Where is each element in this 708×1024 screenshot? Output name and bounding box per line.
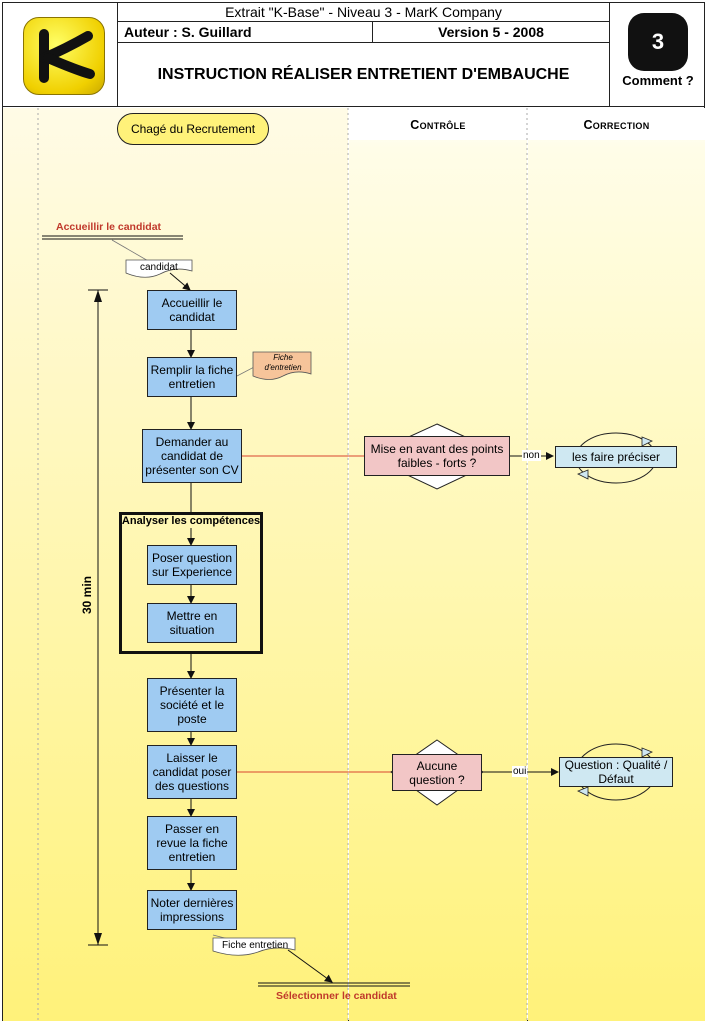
step-poser-question: Poser question sur Experience bbox=[147, 545, 237, 585]
comment-cell: 3 Comment ? bbox=[609, 2, 705, 107]
correction-lane-header bbox=[528, 108, 705, 140]
group-label: Analyser les compétences bbox=[121, 515, 261, 527]
control-lane-label: Contrôle bbox=[410, 118, 466, 132]
control-lane bbox=[349, 108, 527, 1021]
correction-lane bbox=[528, 108, 705, 1021]
extract-line: Extrait "K-Base" - Niveau 3 - MarK Compa… bbox=[117, 2, 610, 22]
start-event: Accueillir le candidat bbox=[56, 221, 162, 233]
step-revue-fiche: Passer en revue la fiche entretien bbox=[147, 816, 237, 870]
page-title: INSTRUCTION RÉALISER ENTRETIENT D'EMBAUC… bbox=[117, 42, 610, 107]
logo bbox=[23, 17, 105, 95]
correction-qualite-defaut: Question : Qualité / Défaut bbox=[559, 757, 673, 787]
end-event: Sélectionner le candidat bbox=[276, 990, 397, 1002]
correction-preciser: les faire préciser bbox=[555, 446, 677, 468]
actor-lane-label: Chagé du Recrutement bbox=[117, 113, 269, 145]
step-accueillir: Accueillir le candidat bbox=[147, 290, 237, 330]
answer-non: non bbox=[522, 450, 541, 461]
fiche-doc-label: Fiche d'entretien bbox=[264, 353, 302, 372]
input-doc-label: candidat bbox=[140, 262, 178, 273]
control-points-forts: Mise en avant des points faibles - forts… bbox=[364, 436, 510, 476]
step-presenter-societe: Présenter la société et le poste bbox=[147, 678, 237, 732]
control-aucune-question: Aucune question ? bbox=[392, 754, 482, 791]
step-laisser-questions: Laisser le candidat poser des questions bbox=[147, 745, 237, 799]
logo-cell bbox=[2, 2, 118, 107]
output-doc-label: Fiche entretien bbox=[222, 940, 289, 951]
step-noter-impressions: Noter dernières impressions bbox=[147, 890, 237, 930]
duration-label: 30 min bbox=[80, 576, 94, 615]
step-mettre-situation: Mettre en situation bbox=[147, 603, 237, 643]
control-lane-header bbox=[349, 108, 527, 140]
step-presenter-cv: Demander au candidat de présenter son CV bbox=[142, 429, 242, 483]
step-remplir-fiche: Remplir la fiche entretien bbox=[147, 357, 237, 397]
level-badge: 3 bbox=[628, 13, 688, 71]
k-logo-icon bbox=[39, 29, 95, 83]
group-analyser bbox=[119, 512, 263, 654]
answer-oui: oui bbox=[512, 766, 528, 777]
comment-label: Comment ? bbox=[622, 73, 694, 88]
correction-lane-label: Correction bbox=[583, 118, 650, 132]
